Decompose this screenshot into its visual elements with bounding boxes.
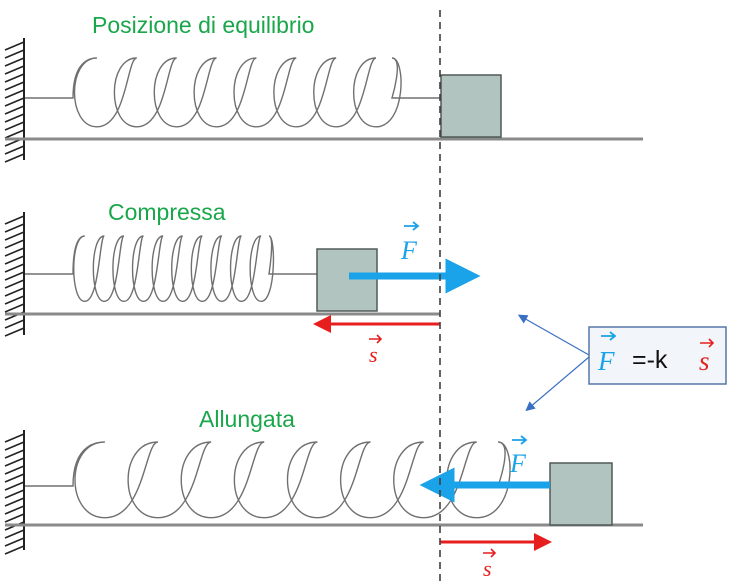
displacement-symbol: s [483,556,492,581]
mass-block [440,74,502,138]
displacement-symbol: s [369,342,378,367]
force-label: F [400,221,420,265]
vector-arrow-icon [483,548,497,558]
force-symbol: F [400,236,418,265]
vector-arrow-icon [512,435,528,445]
formula-callout: F =-k s [517,314,727,412]
scene-compressed: Compressa F s [4,199,481,367]
displacement-label: s [483,548,497,581]
title-compressed: Compressa [108,199,226,225]
vector-arrow-icon [700,338,715,348]
force-label: F [509,435,528,478]
formula-force-symbol: F [597,346,615,376]
vector-arrow-icon [404,221,420,231]
spring-coil [25,441,550,519]
pointer-line [517,314,590,356]
wall-hatch [4,430,25,555]
title-equilibrium: Posizione di equilibrio [92,12,314,38]
spring-coil [25,57,440,128]
wall-hatch [4,38,25,163]
scene-stretched: Allungata F s [4,406,643,581]
scene-equilibrium: Posizione di equilibrio [4,12,643,163]
mass-block [549,462,613,526]
formula-operator: =-k [632,346,668,374]
displacement-label: s [369,334,383,367]
mass-block [316,248,378,312]
pointer-line [525,356,590,412]
formula-displacement-symbol: s [699,346,710,376]
vector-arrow-icon [369,334,383,344]
vector-arrow-icon [601,331,617,341]
formula-box [588,326,727,385]
force-symbol: F [509,449,527,478]
title-stretched: Allungata [199,406,295,432]
wall-hatch [4,212,25,337]
spring-coil [25,235,317,303]
